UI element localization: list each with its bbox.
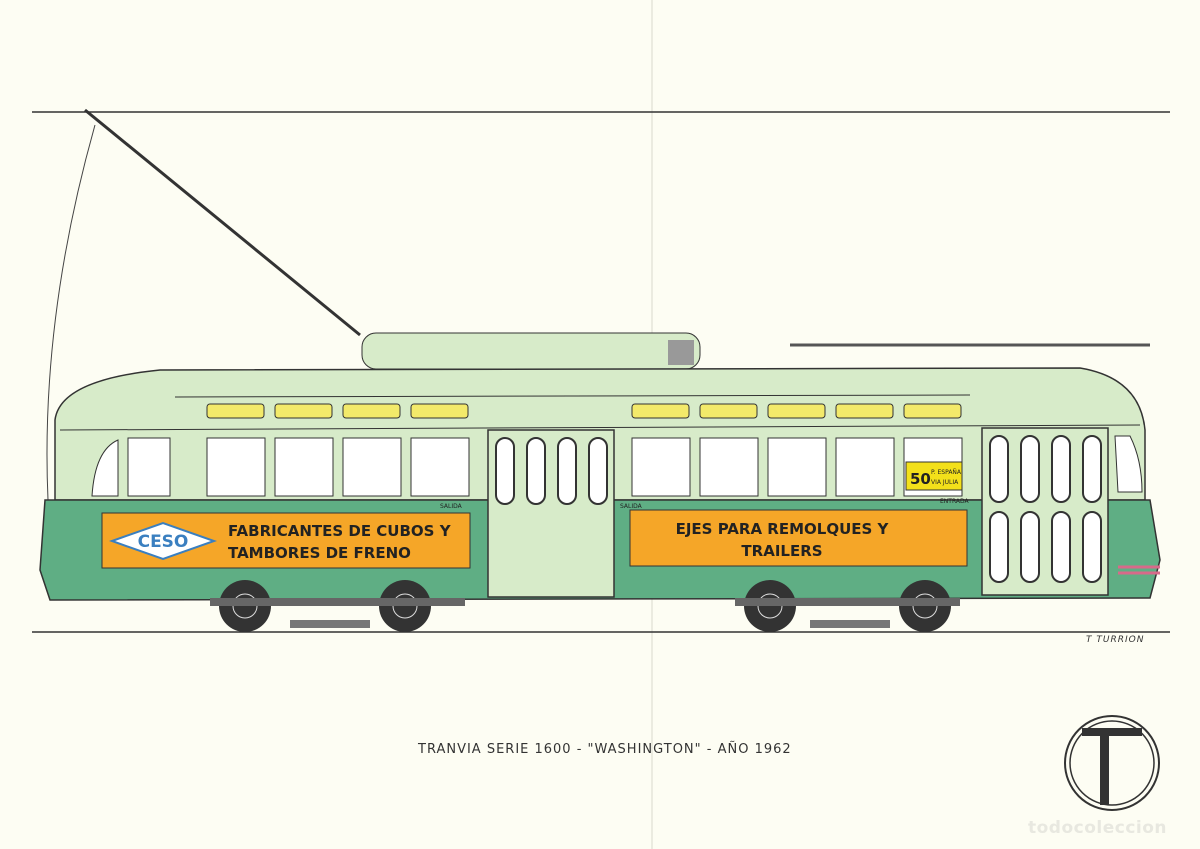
rear-window [91, 439, 119, 497]
door-window [1020, 435, 1040, 503]
door-window [1082, 511, 1102, 583]
door-window [495, 437, 515, 505]
route-line1: P. ESPAÑA [931, 469, 962, 476]
door-window [1051, 511, 1071, 583]
door-window [557, 437, 577, 505]
route-line2: VIA JULIA [931, 479, 959, 486]
side-window [410, 437, 470, 497]
door-window [526, 437, 546, 505]
clerestory-windows [206, 403, 962, 419]
watermark: todocoleccion [1028, 818, 1168, 838]
side-window [342, 437, 402, 497]
door-label: ENTRADA [940, 498, 969, 505]
side-windows [91, 435, 1143, 497]
side-window [699, 437, 759, 497]
ceso-logo-text: CESO [138, 532, 189, 552]
side-window [767, 437, 827, 497]
ceso-logo [108, 521, 218, 561]
artist-signature: T TURRION [1086, 635, 1145, 645]
clerestory-window [206, 403, 265, 419]
clerestory-window [342, 403, 401, 419]
caption: TRANVIA SERIE 1600 - "WASHINGTON" - AÑO … [418, 742, 792, 757]
clerestory-window [699, 403, 758, 419]
ad-right-line2: TRAILERS [741, 542, 822, 560]
side-window [127, 437, 171, 497]
door-window [1082, 435, 1102, 503]
clerestory-window [903, 403, 962, 419]
clerestory-window [835, 403, 894, 419]
front-window [1114, 435, 1143, 493]
belt-line [59, 424, 1141, 431]
route-sign [905, 461, 963, 491]
clerestory-window [274, 403, 333, 419]
door-window [1020, 511, 1040, 583]
clerestory-window [410, 403, 469, 419]
side-window [835, 437, 895, 497]
door-window [989, 435, 1009, 503]
clerestory-window [631, 403, 690, 419]
roof-housing [361, 332, 701, 370]
trolley-rope [46, 124, 96, 501]
tb-emblem [1064, 715, 1160, 811]
ad-panel-right [629, 509, 968, 567]
roof-grille [668, 340, 694, 365]
door-label: SALIDA [620, 503, 643, 510]
side-window [631, 437, 691, 497]
door-window [989, 511, 1009, 583]
ad-right-line1: EJES PARA REMOLQUES Y [676, 520, 890, 538]
ad-left-line1: FABRICANTES DE CUBOS Y [228, 522, 452, 540]
door-window [588, 437, 608, 505]
side-window [206, 437, 266, 497]
trolley-pole [84, 108, 361, 337]
door-window [1051, 435, 1071, 503]
ad-left-line2: TAMBORES DE FRENO [228, 544, 411, 562]
route-number: 50 [910, 470, 931, 488]
clerestory-window [767, 403, 826, 419]
door-label: SALIDA [440, 503, 463, 510]
side-window [274, 437, 334, 497]
